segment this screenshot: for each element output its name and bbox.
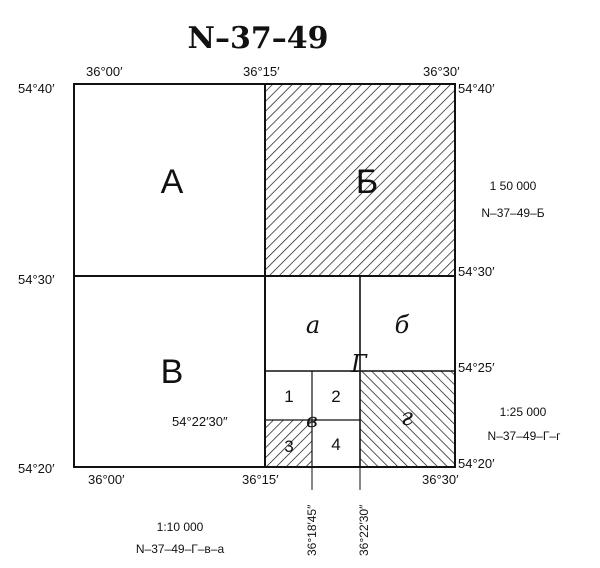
sub-label-a: а <box>306 311 320 339</box>
lat-left-bot: 54°20′ <box>18 461 55 476</box>
lat-inner-2230: 54°22′30″ <box>172 414 228 429</box>
sub-v-number-1: 1 <box>284 387 293 406</box>
sheet-title: N–37–49 <box>188 21 329 56</box>
note-scale-50000: 1 50 000 <box>490 179 537 193</box>
sub-label-g: г <box>401 403 413 431</box>
lat-right-top: 54°40′ <box>458 81 495 96</box>
note-code-50000: N–37–49–Б <box>481 206 544 220</box>
lat-right-bot: 54°20′ <box>458 456 495 471</box>
lon-bottom-east: 36°30′ <box>422 472 459 487</box>
lat-left-top: 54°40′ <box>18 81 55 96</box>
sub-label-v: в <box>306 408 318 432</box>
lat-right-mid: 54°30′ <box>458 264 495 279</box>
lon-bottom-mid: 36°15′ <box>242 472 279 487</box>
sub-v-number-2: 2 <box>331 387 340 406</box>
lon-top-east: 36°30′ <box>423 64 460 79</box>
quadrant-label-v: В <box>161 353 184 391</box>
lon-top-mid: 36°15′ <box>243 64 280 79</box>
quadrant-label-g: Г <box>350 350 368 378</box>
hatched-quadrant-b <box>265 84 455 276</box>
lon-top-west: 36°00′ <box>86 64 123 79</box>
hatched-sub-v3 <box>265 420 312 467</box>
quadrant-label-b: Б <box>356 163 378 201</box>
hatched-sub-g <box>360 371 455 467</box>
sub-lon-label-b: 36°22′30″ <box>357 504 371 556</box>
sub-lon-label-a: 36°18′45″ <box>305 504 319 556</box>
note-scale-10000: 1:10 000 <box>157 520 204 534</box>
note-scale-25000: 1:25 000 <box>500 405 547 419</box>
lat-right-25: 54°25′ <box>458 360 495 375</box>
lon-bottom-west: 36°00′ <box>88 472 125 487</box>
quadrant-label-a: А <box>161 163 184 201</box>
sub-v-number-3: 3 <box>284 437 293 456</box>
lat-left-mid: 54°30′ <box>18 272 55 287</box>
sub-label-b: б <box>395 311 410 339</box>
note-code-10000: N–37–49–Г–в–a <box>136 542 225 556</box>
note-code-25000: N–37–49–Г–г <box>488 429 562 443</box>
sub-v-number-4: 4 <box>331 435 340 454</box>
